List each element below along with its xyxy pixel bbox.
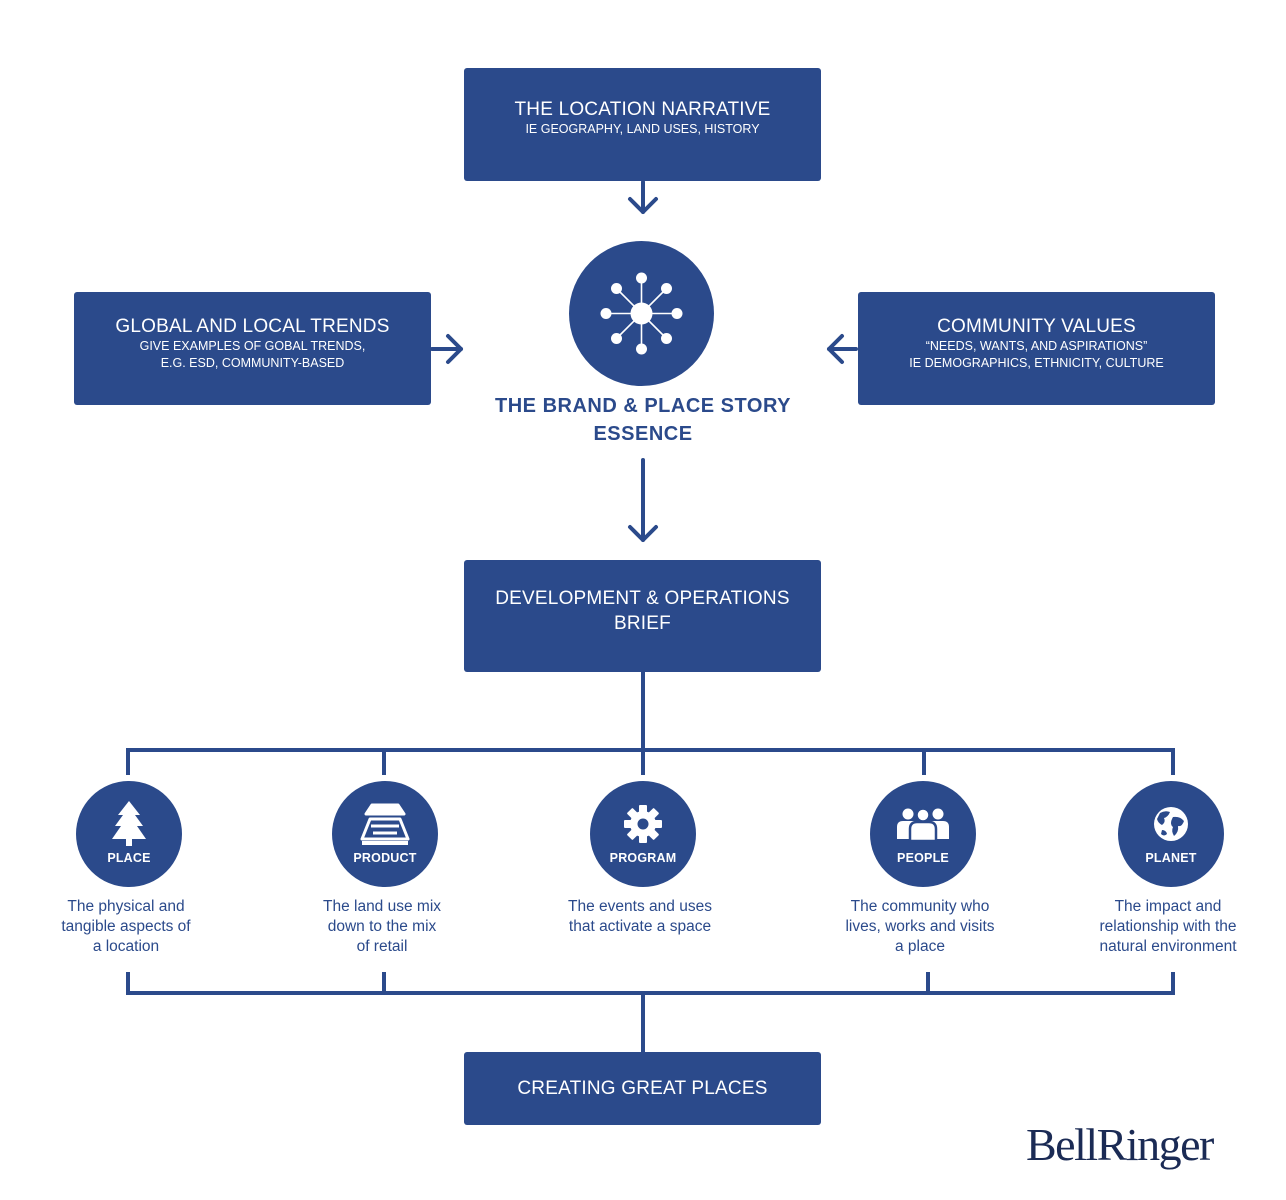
location-narrative-box: THE LOCATION NARRATIVE IE GEOGRAPHY, LAN… [464,68,821,181]
community-values-box: COMMUNITY VALUES “NEEDS, WANTS, AND ASPI… [858,292,1215,405]
development-brief-title-1: DEVELOPMENT & OPERATIONS [495,588,790,609]
pillar-planet-description: The impact and relationship with the nat… [1058,897,1278,957]
creating-great-places-box: CREATING GREAT PLACES [464,1052,821,1125]
arrow-down-middle [628,458,658,542]
pillar-product-desc-line: down to the mix [327,918,437,935]
creating-great-places-title: CREATING GREAT PLACES [517,1078,768,1099]
pillar-program-label: PROGRAM [609,851,677,865]
global-trends-subtitle-2: E.G. ESD, COMMUNITY-BASED [160,356,345,370]
brand-essence-line-2: ESSENCE [593,423,693,445]
brand-essence-hub [569,241,714,386]
tree-icon [112,801,146,846]
pillar-program-desc-line: The events and uses [568,898,712,915]
arrow-left-right [827,334,858,364]
global-trends-box: GLOBAL AND LOCAL TRENDS GIVE EXAMPLES OF… [74,292,431,405]
development-brief-box: DEVELOPMENT & OPERATIONS BRIEF [464,560,821,672]
pillar-program-description: The events and uses that activate a spac… [530,897,750,937]
stage-icon [360,803,410,845]
development-brief-title-2: BRIEF [614,613,671,634]
pillar-people-desc-line: a place [895,938,945,955]
pillar-program-desc-line: that activate a space [568,918,712,935]
brand-essence-label: THE BRAND & PLACE STORY ESSENCE [443,392,843,448]
pillar-planet-desc-line: relationship with the [1099,918,1237,935]
pillar-planet-label: PLANET [1145,851,1197,865]
pillar-people-label: PEOPLE [897,851,949,865]
pillar-place: PLACE [76,781,182,887]
pillar-planet: PLANET [1118,781,1224,887]
arrow-down-top [628,180,658,214]
pillar-product-desc-line: The land use mix [322,898,442,915]
pillar-place-desc-line: The physical and [67,898,185,915]
community-values-subtitle-1: “NEEDS, WANTS, AND ASPIRATIONS” [925,339,1148,353]
location-narrative-subtitle: IE GEOGRAPHY, LAND USES, HISTORY [525,121,760,136]
network-hub-icon [600,272,683,355]
pillar-product-label: PRODUCT [353,851,417,865]
pillar-product-desc-line: of retail [356,938,408,955]
pillar-place-label: PLACE [107,851,151,865]
pillar-planet-desc-line: natural environment [1099,938,1237,955]
pillar-place-desc-line: a location [92,938,160,955]
global-trends-subtitle-1: GIVE EXAMPLES OF GOBAL TRENDS, [139,339,366,353]
people-icon [897,807,949,843]
pillar-people: PEOPLE [870,781,976,887]
gear-icon [624,805,662,843]
pillar-people-description: The community who lives, works and visit… [810,897,1030,957]
pillar-place-desc-line: tangible aspects of [61,918,191,935]
arrow-right-left [430,334,463,364]
location-narrative-title: THE LOCATION NARRATIVE [514,98,771,120]
pillar-people-desc-line: lives, works and visits [845,918,995,935]
bellringer-logo: BellRinger [1026,1119,1214,1170]
pillar-people-desc-line: The community who [850,898,990,915]
pillar-product: PRODUCT [332,781,438,887]
pillar-product-description: The land use mix down to the mix of reta… [272,897,492,957]
community-values-subtitle-2: IE DEMOGRAPHICS, ETHNICITY, CULTURE [909,356,1164,370]
community-values-title: COMMUNITY VALUES [937,316,1136,337]
pillar-place-description: The physical and tangible aspects of a l… [16,897,236,957]
pillar-planet-desc-line: The impact and [1114,898,1222,915]
brand-essence-line-1: THE BRAND & PLACE STORY [495,395,791,417]
global-trends-title: GLOBAL AND LOCAL TRENDS [115,316,390,337]
globe-icon [1154,807,1188,841]
pillar-program: PROGRAM [590,781,696,887]
